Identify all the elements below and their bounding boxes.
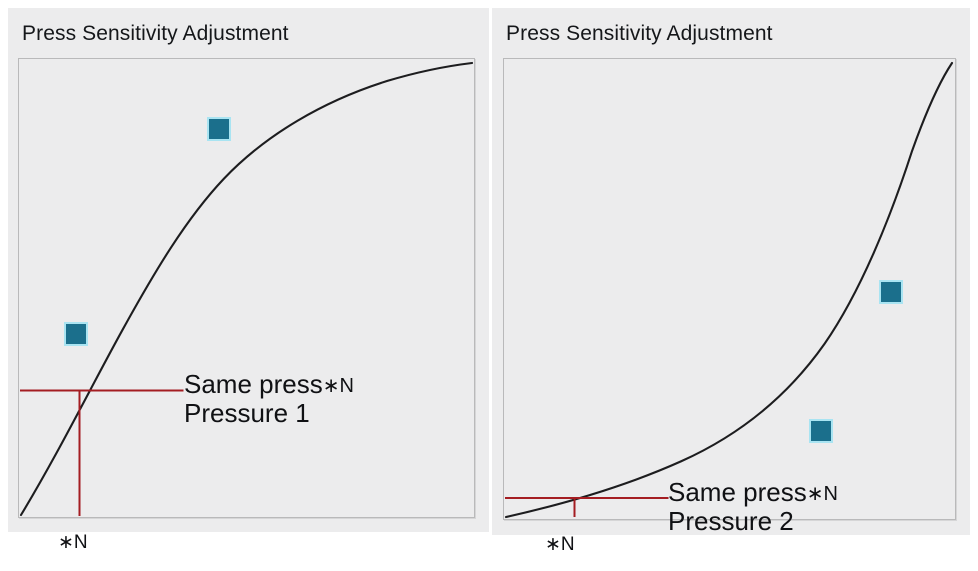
annotation-right-text: Same press	[668, 477, 807, 507]
marker-lower-left	[66, 324, 86, 344]
panel-title-right: Press Sensitivity Adjustment	[506, 22, 773, 45]
axis-label-right: ∗N	[545, 529, 575, 558]
annotation-right: Same press∗N Pressure 2	[668, 477, 838, 537]
axis-label-left: ∗N	[58, 527, 88, 556]
marker-upper-right	[881, 282, 901, 302]
panel-pressure-1: Press Sensitivity Adjustment Same press∗…	[8, 8, 489, 553]
plot-area-left	[18, 58, 475, 518]
panel-pressure-2: Press Sensitivity Adjustment Same press∗…	[492, 8, 970, 555]
annotation-left-line1: Same press∗N	[184, 369, 354, 399]
annotation-right-line1: Same press∗N	[668, 477, 838, 507]
annotation-left: Same press∗N Pressure 1	[184, 369, 354, 429]
sensitivity-curve-convex	[504, 61, 954, 519]
annotation-right-unit: ∗N	[806, 482, 838, 505]
annotation-left-text: Same press	[184, 369, 323, 399]
annotation-left-line2: Pressure 1	[184, 398, 310, 429]
sensitivity-curve-concave	[19, 61, 474, 517]
plot-area-right	[503, 58, 956, 520]
annotation-left-unit: ∗N	[322, 374, 354, 397]
plot-svg-left	[19, 61, 474, 517]
marker-lower-right	[811, 421, 831, 441]
axis-label-left-text: ∗N	[58, 531, 88, 553]
panel-title-left: Press Sensitivity Adjustment	[22, 22, 289, 45]
annotation-right-line2: Pressure 2	[668, 506, 794, 537]
axis-label-right-text: ∗N	[545, 533, 575, 555]
plot-svg-right	[504, 61, 954, 519]
marker-upper-left	[209, 119, 229, 139]
